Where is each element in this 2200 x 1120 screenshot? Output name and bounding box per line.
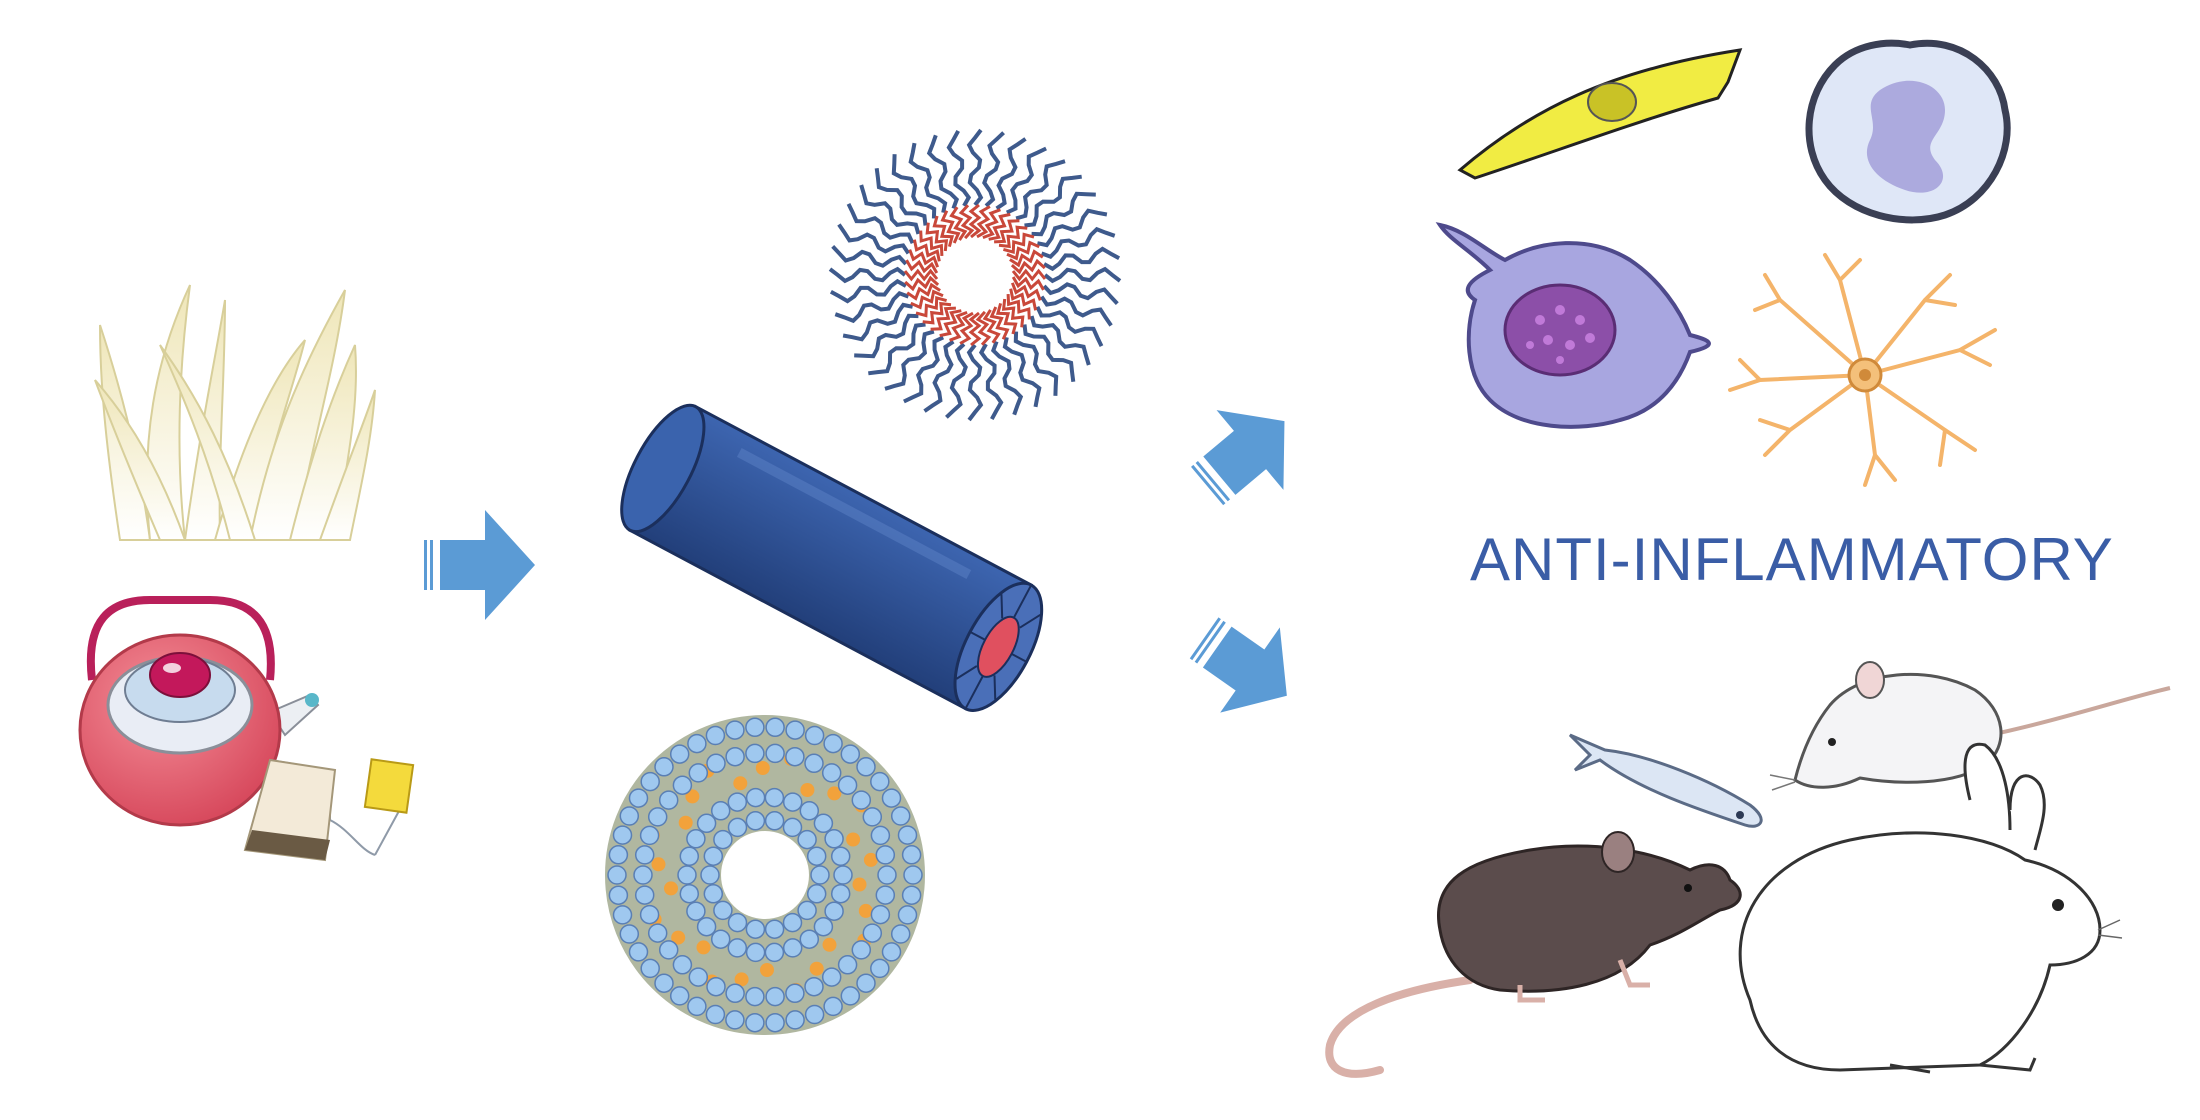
arrow-right-icon bbox=[1174, 381, 1318, 526]
grass-leaves-icon bbox=[95, 285, 375, 540]
teabag-icon bbox=[245, 759, 413, 860]
rat-icon bbox=[1329, 832, 1740, 1074]
micelle-icon bbox=[830, 130, 1120, 420]
anti-inflammatory-label: ANTI-INFLAMMATORY bbox=[1470, 525, 2090, 594]
astrocyte-icon bbox=[1730, 255, 1995, 485]
neutrophil-icon bbox=[1809, 43, 2007, 220]
arrow-right-icon bbox=[1174, 595, 1316, 738]
arrow-right-icon bbox=[424, 510, 535, 620]
fibroblast-icon bbox=[1460, 50, 1740, 178]
macrophage-icon bbox=[1440, 225, 1709, 427]
cylinder-micelle-icon bbox=[605, 394, 1059, 724]
rabbit-icon bbox=[1740, 744, 2122, 1072]
liposome-icon bbox=[608, 718, 922, 1031]
fish-icon bbox=[1570, 735, 1761, 826]
